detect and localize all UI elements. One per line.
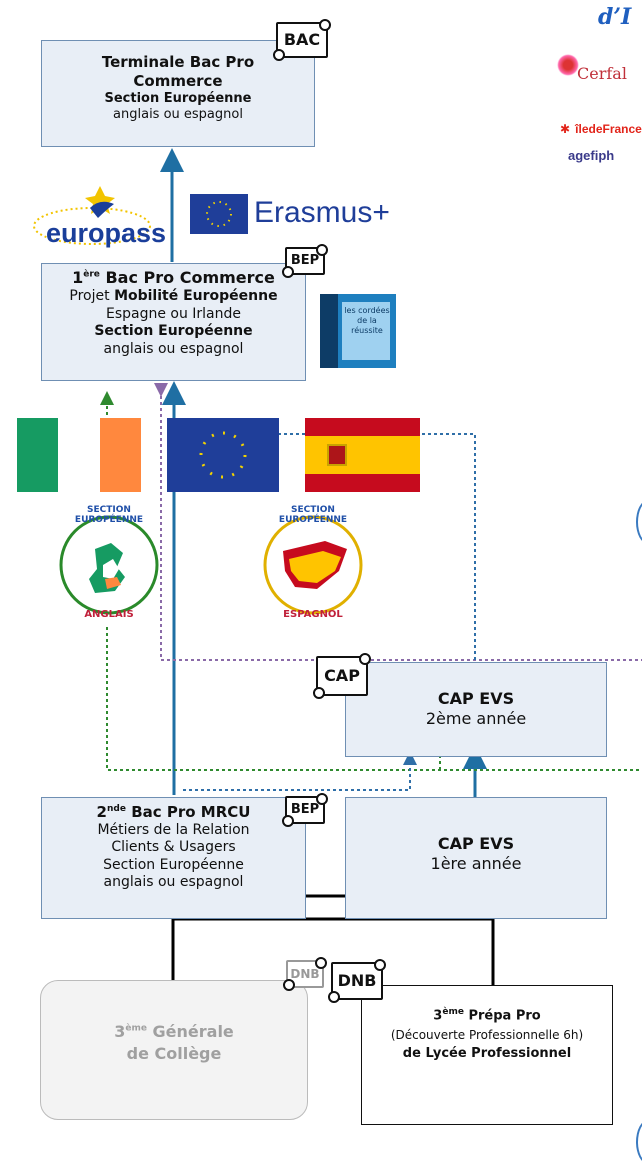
dotted-blue-top xyxy=(278,433,476,662)
erasmus-logo: Erasmus+ xyxy=(190,194,400,248)
premiere-dest: Espagne ou Irlande xyxy=(105,305,242,322)
section-espagnol-badge: SECTION EUROPÉENNE ESPAGNOL xyxy=(257,505,369,629)
premiere-title: Bac Pro Commerce xyxy=(105,268,275,287)
cerfal-logo: Cerfal xyxy=(555,52,642,96)
troisieme-prepa-box: 3ème Prépa Pro (Découverte Professionnel… xyxy=(361,985,613,1125)
terminale-title-2: Commerce xyxy=(133,71,223,90)
cordees-logo: les cordées de la réussite xyxy=(320,294,396,368)
dnb-badge: DNB xyxy=(328,959,386,1003)
line-prepa-branch xyxy=(173,917,495,985)
iledefrance-logo: ✱ îledeFrance xyxy=(560,122,642,136)
section-anglais-badge: SECTION EUROPÉENNE ANGLAIS xyxy=(55,505,163,629)
premiere-section: Section Européenne xyxy=(94,323,253,339)
dotted-blue-cap xyxy=(183,751,417,791)
cap2-year: 2ème année xyxy=(425,709,527,728)
cap-badge: CAP xyxy=(313,653,371,699)
cap2-box: CAP EVS 2ème année xyxy=(345,662,607,757)
seconde-title: Bac Pro MRCU xyxy=(131,803,251,821)
terminale-box: Terminale Bac Pro Commerce Section Europ… xyxy=(41,40,315,147)
premiere-langs: anglais ou espagnol xyxy=(103,340,244,357)
dotted-green-line xyxy=(106,627,642,771)
terminale-section: Section Européenne xyxy=(104,90,252,106)
eu-flag-small-icon xyxy=(190,194,248,234)
troisieme-generale-box: 3ème Générale de Collège xyxy=(40,980,308,1120)
bep-badge-premiere: BEP xyxy=(282,244,328,278)
dnb-badge-grey: DNB xyxy=(283,957,327,991)
seconde-box: 2nde Bac Pro MRCU Métiers de la Relation… xyxy=(41,797,306,919)
page-title-partial: d’I xyxy=(598,4,632,30)
bac-badge: BAC xyxy=(273,19,331,61)
agefiph-logo: agefiph xyxy=(568,148,615,163)
ireland-flag-icon xyxy=(17,418,141,492)
eu-flag-icon xyxy=(167,418,279,492)
cap2-title: CAP EVS xyxy=(437,689,515,708)
cap1-title: CAP EVS xyxy=(437,834,515,853)
terminale-langs: anglais ou espagnol xyxy=(113,106,243,122)
premiere-box: 1ère Bac Pro Commerce Projet Mobilité Eu… xyxy=(41,263,306,381)
europass-figure-icon xyxy=(33,186,151,245)
cap1-box: CAP EVS 1ère année xyxy=(345,797,607,919)
cap1-year: 1ère année xyxy=(430,854,522,873)
bep-badge-seconde: BEP xyxy=(282,793,328,827)
terminale-title-1: Terminale Bac Pro xyxy=(101,53,255,71)
dotted-purple-line xyxy=(154,383,642,661)
europass-logo: europass xyxy=(30,178,166,250)
spain-flag-icon xyxy=(305,418,420,492)
